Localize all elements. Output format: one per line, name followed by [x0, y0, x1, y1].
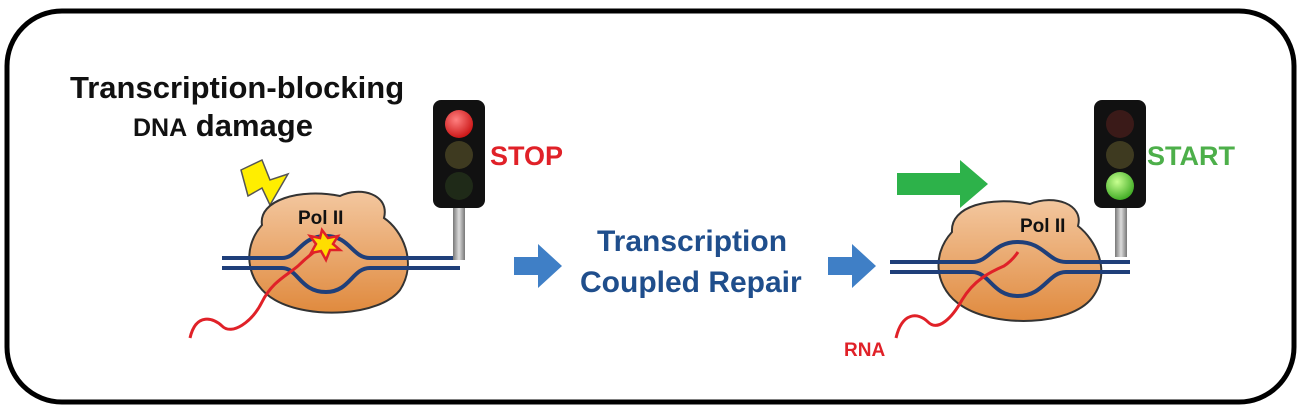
arrow-right-icon-2 — [828, 244, 876, 288]
red-light-on-icon — [445, 110, 473, 138]
polymerase-left-label: Pol II — [298, 208, 344, 229]
red-light-off-icon — [1106, 110, 1134, 138]
polymerase-right-label: Pol II — [1020, 216, 1066, 237]
damage-title-line2: DNA damage — [133, 108, 313, 144]
rna-label: RNA — [844, 340, 886, 361]
stop-label: STOP — [490, 141, 564, 171]
process-label-line1: Transcription — [597, 225, 788, 258]
yellow-light-off-icon — [445, 141, 473, 169]
green-arrow-icon — [897, 160, 988, 208]
traffic-light-right — [1094, 100, 1146, 257]
damage-title-line1: Transcription-blocking — [70, 70, 405, 105]
damage-title-dna: DNA — [133, 114, 188, 142]
damage-title-damage: damage — [195, 108, 313, 143]
green-light-off-icon — [445, 172, 473, 200]
traffic-light-left — [433, 100, 485, 260]
outer-frame — [4, 8, 1297, 405]
damage-burst-icon — [307, 227, 344, 263]
start-label: START — [1147, 141, 1235, 171]
traffic-light-pole-right — [1115, 205, 1127, 257]
yellow-light-off-icon-2 — [1106, 141, 1134, 169]
traffic-light-pole-left — [453, 205, 465, 260]
rna-left — [188, 242, 327, 339]
dna-right — [890, 239, 1130, 299]
green-light-on-icon — [1106, 172, 1134, 200]
rna-right — [894, 251, 1020, 339]
lightning-icon — [240, 158, 290, 207]
process-label-line2: Coupled Repair — [580, 266, 802, 299]
arrow-right-icon — [514, 244, 562, 288]
